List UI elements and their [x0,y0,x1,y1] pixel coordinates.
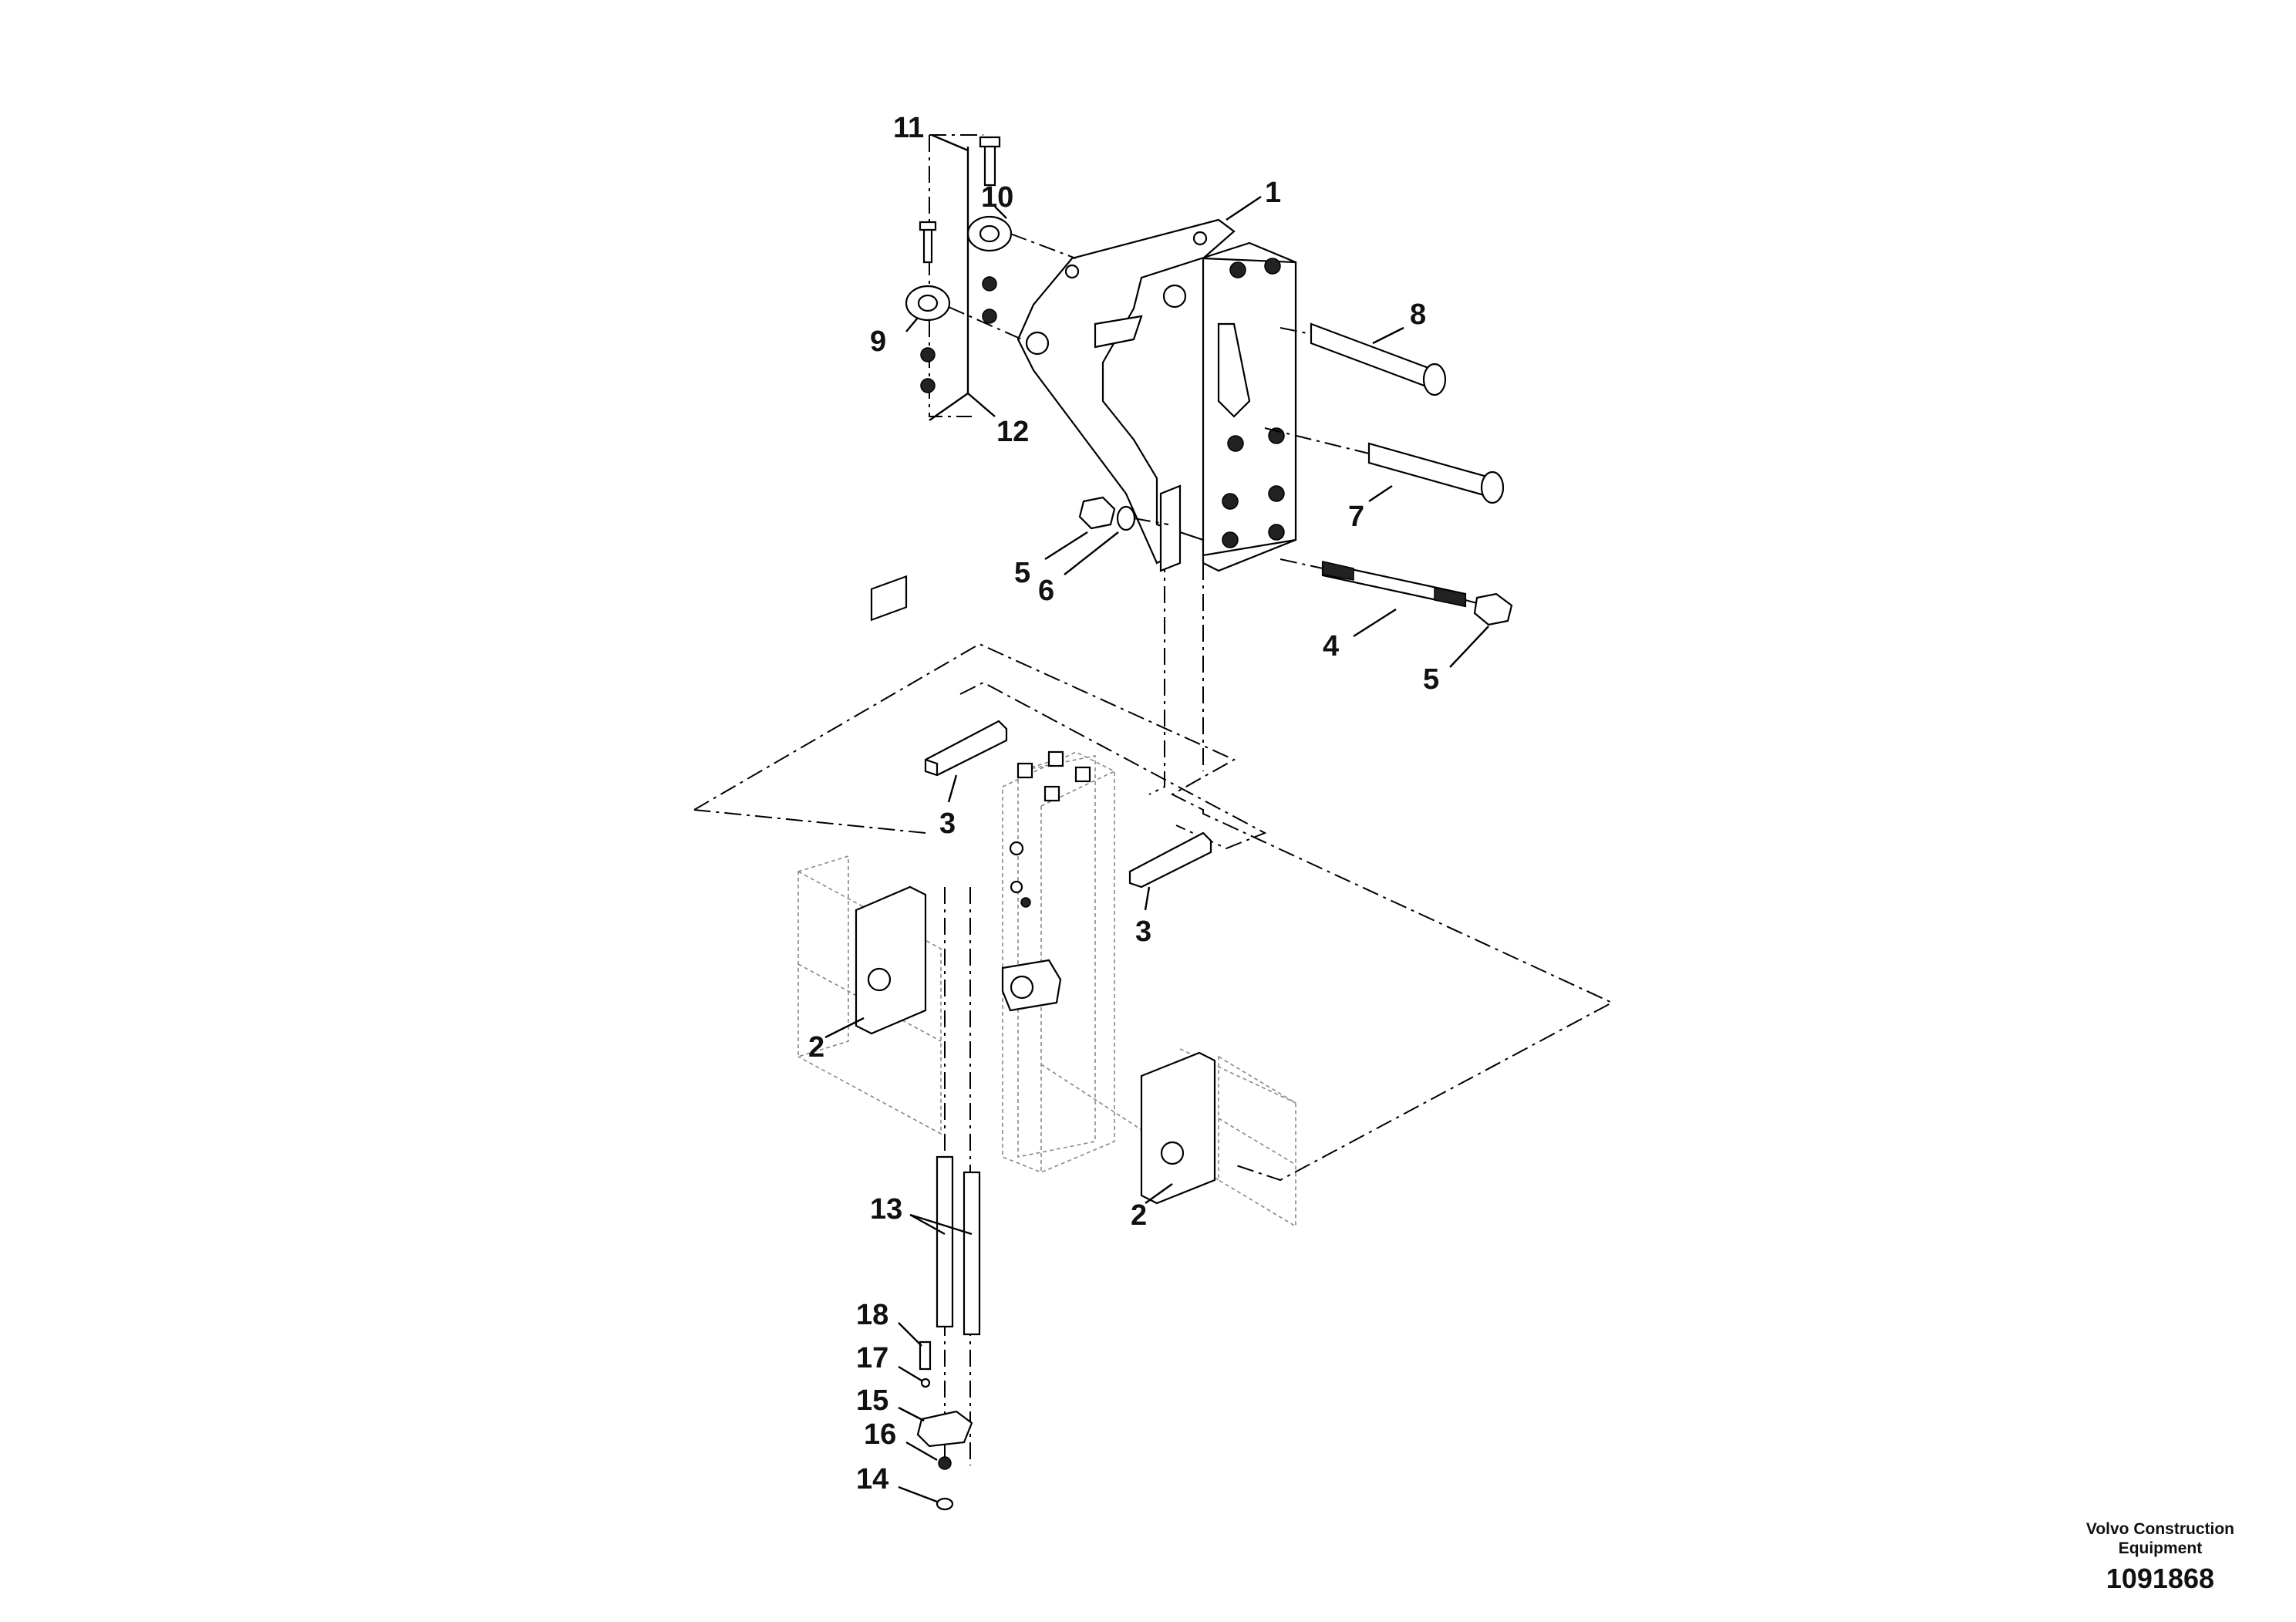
threaded-rod-part-4 [1321,561,1467,608]
callout-3-top: 3 [939,808,956,840]
hex-nut-part-5-left [1078,496,1116,530]
nuts-part-12 [920,276,997,393]
washer-part-6 [1116,505,1136,531]
callout-2-left: 2 [808,1031,824,1064]
hex-nut-part-5-right [1473,592,1513,626]
hose-part-13 [936,1155,981,1336]
callout-5-left: 5 [1014,557,1030,589]
callout-3-bottom: 3 [1135,916,1151,948]
pin-part-8 [1310,322,1447,396]
mounting-plate-part-2-right [1140,1051,1216,1205]
bushing-part-10 [966,215,1013,252]
bolt-part-11-second [919,221,937,264]
callout-5-right: 5 [1423,663,1439,696]
callout-leader-lines [824,133,1489,1503]
callout-2-right: 2 [1131,1199,1147,1232]
callout-18: 18 [856,1299,888,1331]
footer-brand-block: Volvo Construction Equipment 1091868 [2086,1519,2234,1595]
callout-1: 1 [1265,177,1281,209]
callout-13: 13 [870,1193,902,1226]
valve-block [1001,750,1115,1173]
callout-15: 15 [856,1384,888,1417]
callout-4: 4 [1323,630,1339,663]
callout-16: 16 [864,1418,896,1451]
brand-line-2: Equipment [2118,1539,2203,1557]
callout-labels: 1 2 2 3 3 4 5 5 6 7 8 9 10 11 12 13 14 1… [808,112,1439,1496]
bolt-part-11 [979,136,1001,187]
clamp-bracket-part-3-bottom [1128,831,1212,889]
callout-17: 17 [856,1342,888,1374]
bushing-part-9 [905,285,951,322]
callout-10: 10 [981,181,1013,214]
callout-8: 8 [1410,298,1426,331]
clamp-bracket-part-3-top [924,720,1008,777]
main-bracket-part-1 [1017,218,1297,572]
callout-7: 7 [1348,501,1364,533]
callout-9: 9 [870,325,886,358]
pin-part-7 [1367,442,1505,504]
callout-11: 11 [893,112,924,144]
document-number: 1091868 [2106,1563,2215,1594]
callout-12: 12 [996,416,1029,448]
callout-6: 6 [1038,575,1054,607]
callout-14: 14 [856,1463,888,1496]
brand-line-1: Volvo Construction [2085,1520,2234,1538]
clamp-hardware-parts-14-18 [916,1340,973,1511]
mounting-plate-part-2-left [855,575,927,1035]
